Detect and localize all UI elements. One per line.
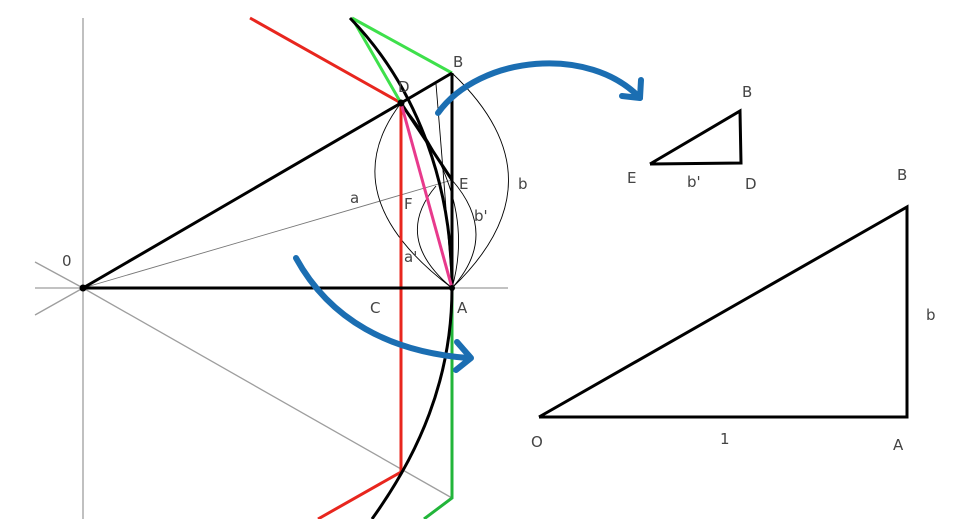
light-green-upper <box>351 16 453 75</box>
red-upper-line <box>249 16 403 519</box>
arc-a-left <box>374 102 453 289</box>
blue-arrows <box>293 60 644 373</box>
green-D-to-B <box>350 17 403 104</box>
label-side-1-large: 1 <box>720 430 730 448</box>
arrow-upper-curve <box>435 60 643 116</box>
label-B-main: B <box>453 53 463 71</box>
label-B-small: B <box>742 83 752 101</box>
label-origin: 0 <box>62 252 72 270</box>
arrow-lower-curve <box>293 255 471 361</box>
arrow-upper-head <box>619 77 644 101</box>
label-E-small: E <box>627 169 636 187</box>
label-side-b-large: b <box>926 306 936 324</box>
diagonal-ray-upper <box>34 261 84 289</box>
segment-O-D <box>82 101 402 290</box>
main-triangle-outline <box>82 71 454 290</box>
arrow-lower-head <box>453 339 474 373</box>
label-arc-b: b <box>518 175 528 193</box>
label-C-main: C <box>370 299 380 317</box>
label-D-small: D <box>745 175 757 193</box>
diagonal-ray-lower <box>82 287 453 499</box>
diagonal-ray-lower-left <box>34 287 84 316</box>
label-side-bprime-small: b' <box>687 173 701 191</box>
label-A-main: A <box>457 299 468 317</box>
point-D-dot <box>397 99 405 107</box>
label-E-main: E <box>459 175 468 193</box>
origin-point <box>79 284 87 292</box>
large-triangle-outline <box>538 204 909 419</box>
label-A-large: A <box>893 436 904 454</box>
label-D-main: D <box>398 78 410 96</box>
segment-D-B <box>400 71 453 105</box>
thin-line-O-to-E <box>82 179 453 289</box>
label-arc-aprime: a' <box>404 248 417 266</box>
red-path <box>249 16 403 519</box>
small-triangle-outline <box>649 108 743 166</box>
large-triangle <box>538 204 909 419</box>
segment-D-E <box>399 102 454 181</box>
label-B-large: B <box>897 166 907 184</box>
arc-b-right <box>451 72 509 289</box>
small-triangle <box>649 108 743 166</box>
point-A-dot <box>449 285 455 291</box>
label-arc-a: a <box>350 189 359 207</box>
arc-bprime-right <box>451 179 477 289</box>
label-O-large: O <box>531 433 543 451</box>
pink-segment-D-A <box>399 102 454 289</box>
label-F-main: F <box>404 195 413 213</box>
label-arc-bprime: b' <box>474 207 488 225</box>
